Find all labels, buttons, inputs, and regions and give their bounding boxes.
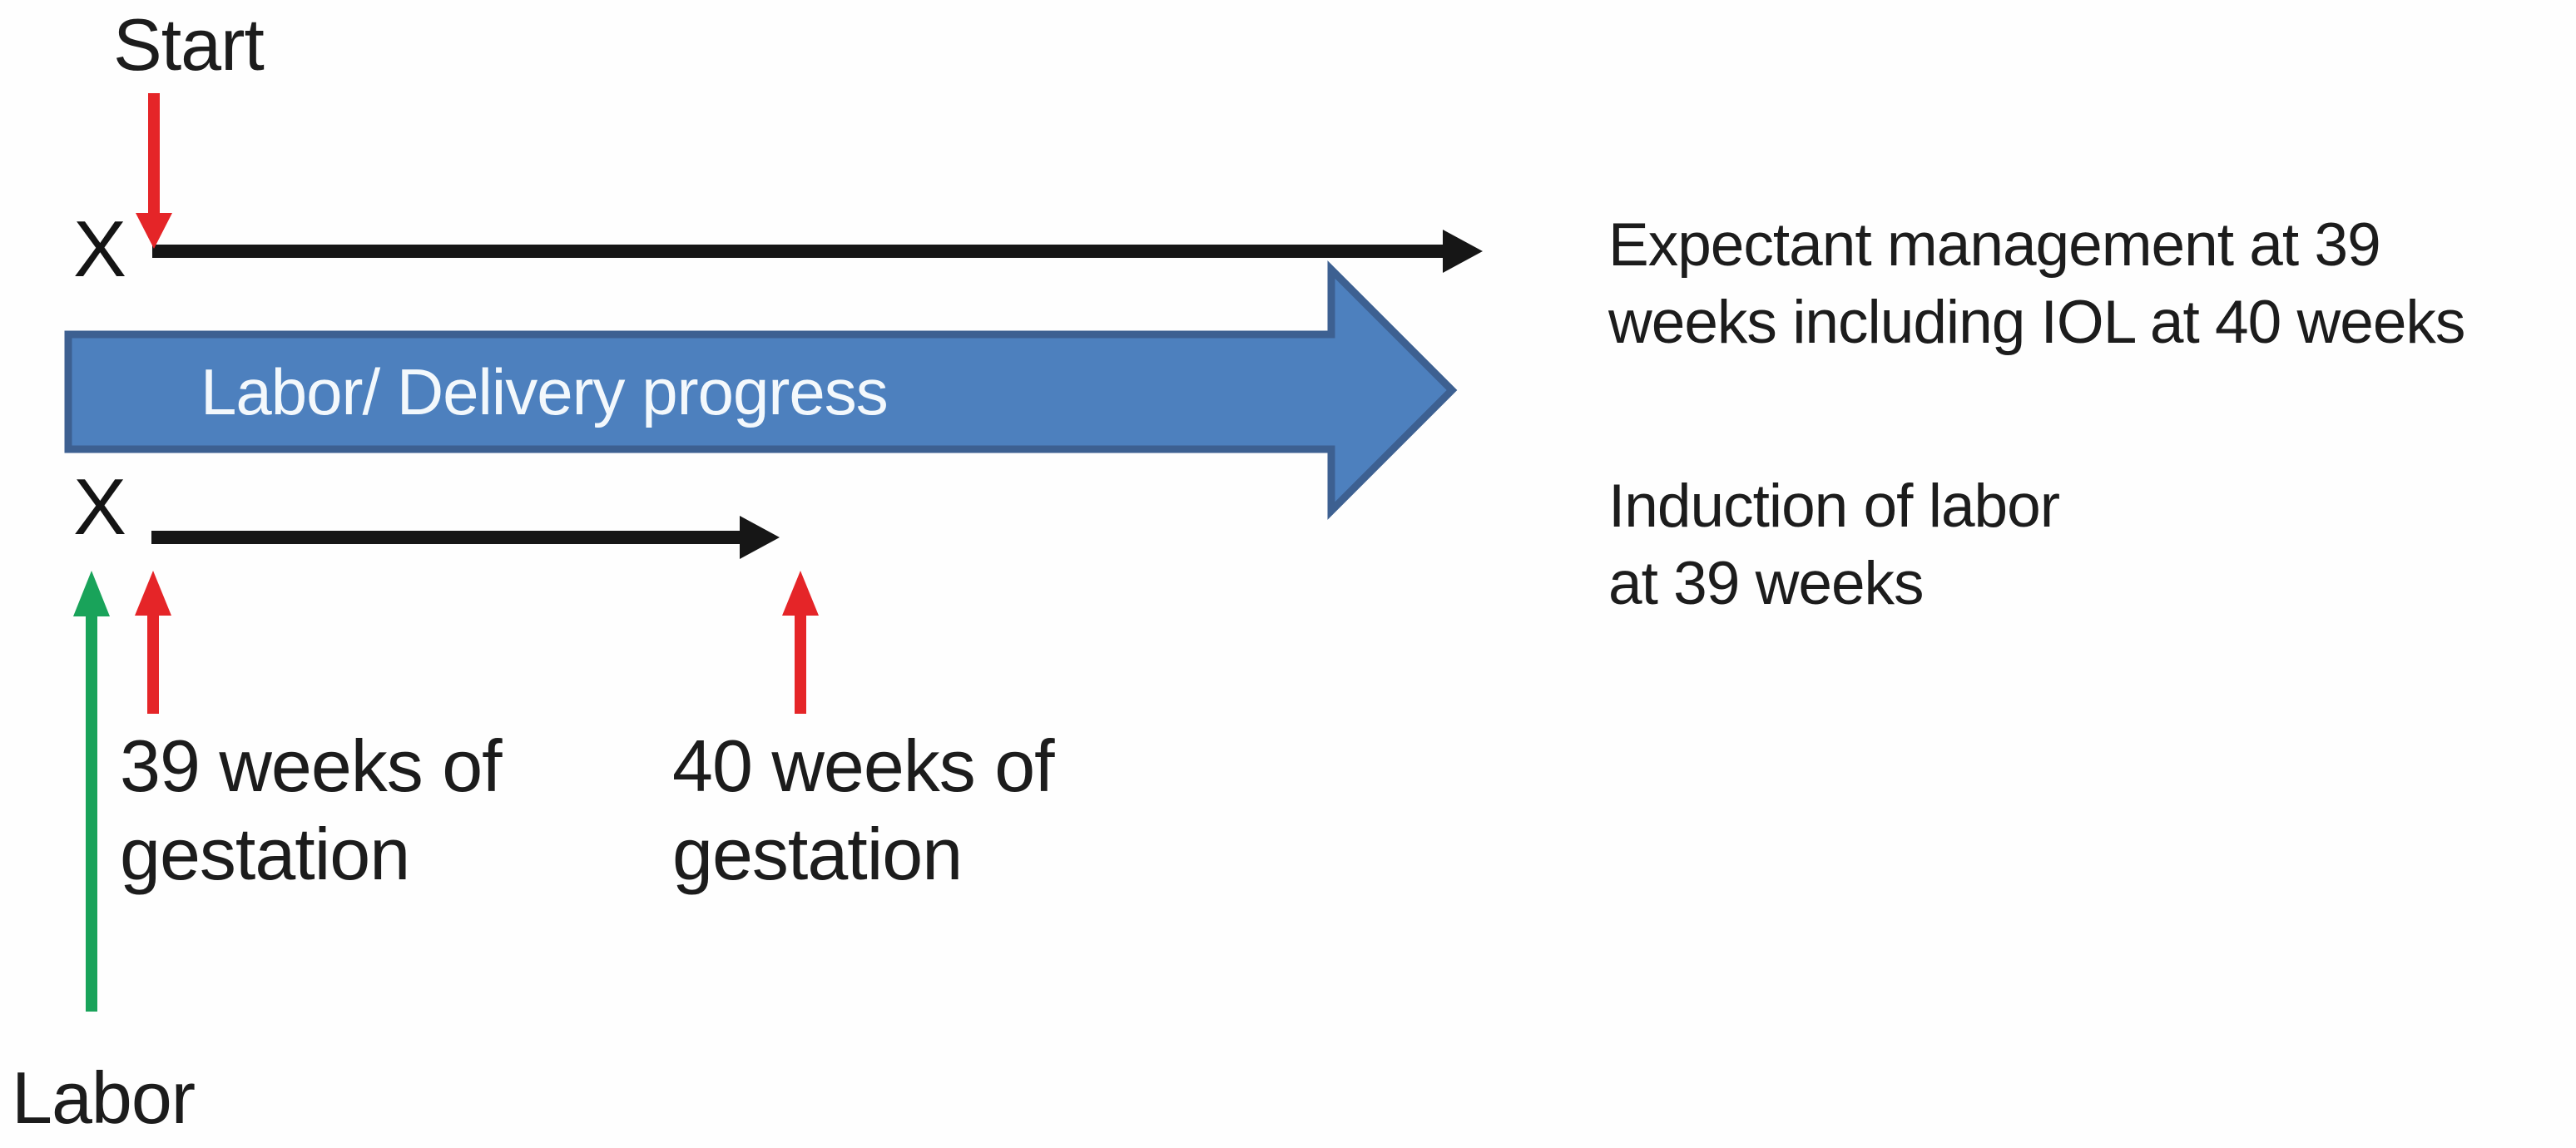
arrow-shaft bbox=[147, 616, 159, 714]
x-marker-top: X bbox=[73, 205, 127, 294]
blue-arrow-label-box: Labor/ Delivery progress bbox=[76, 338, 1324, 446]
arrowhead-right-icon bbox=[740, 516, 780, 559]
marker-39-weeks-arrow bbox=[135, 571, 171, 714]
start-pointer-arrow bbox=[136, 93, 172, 249]
marker-40-weeks-arrow bbox=[782, 571, 819, 714]
x-marker-bottom: X bbox=[73, 463, 127, 552]
label-39-weeks-gestation: 39 weeks of gestation bbox=[120, 725, 503, 895]
labor-delivery-progress-arrow bbox=[64, 260, 1458, 520]
arrowhead-down-icon bbox=[136, 213, 172, 249]
expectant-management-text: Expectant management at 39 weeks includi… bbox=[1608, 211, 2465, 357]
labor-pointer-arrow bbox=[73, 571, 110, 1012]
block-arrow-shape bbox=[64, 260, 1458, 520]
arrowhead-up-icon bbox=[782, 571, 819, 616]
induction-timeline-arrow bbox=[151, 516, 780, 559]
labor-label: Labor bbox=[12, 1056, 196, 1139]
arrowhead-up-icon bbox=[73, 571, 110, 616]
label-40-weeks-gestation: 40 weeks of gestation bbox=[672, 725, 1055, 895]
labor-delivery-progress-label: Labor/ Delivery progress bbox=[201, 354, 889, 428]
expectant-timeline-arrow bbox=[152, 230, 1483, 273]
arrowhead-up-icon bbox=[135, 571, 171, 616]
arrowhead-right-icon bbox=[1443, 230, 1483, 273]
arrow-shaft bbox=[795, 616, 806, 714]
induction-of-labor-text: Induction of labor at 39 weeks bbox=[1608, 473, 2060, 618]
start-label: Start bbox=[113, 3, 265, 86]
arrow-shaft bbox=[86, 616, 97, 1012]
arrow-shaft bbox=[148, 93, 160, 213]
